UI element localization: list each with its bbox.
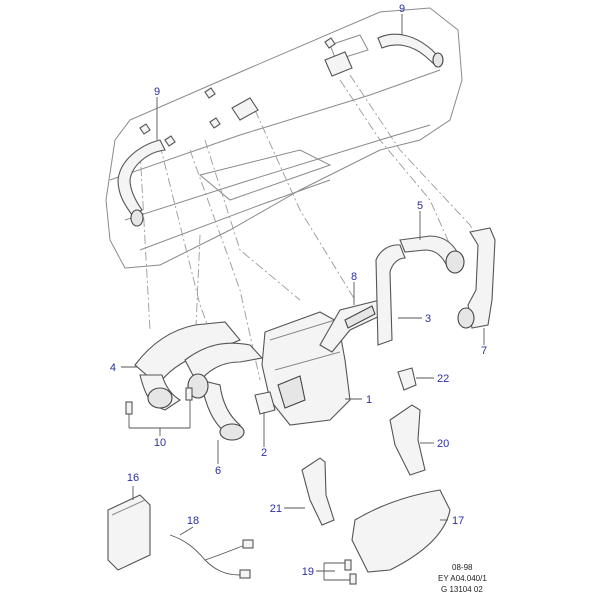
leader-lines (121, 14, 485, 581)
dashboard-outline (105, 7, 463, 269)
callout-5: 5 (417, 200, 423, 212)
callout-6: 6 (215, 465, 221, 477)
part-21-bracket (301, 457, 335, 526)
callout-9-right: 9 (399, 3, 405, 15)
footer-date: 08-98 (452, 563, 473, 572)
part-9-right-hose (377, 33, 444, 68)
callout-4: 4 (110, 362, 116, 374)
dash-clips (139, 37, 336, 147)
callouts: 9 9 5 8 3 7 4 1 22 2 10 20 6 16 21 17 18… (110, 3, 487, 578)
part-16-module (107, 494, 151, 571)
part-19-screws (344, 559, 357, 585)
part-7-right-duct (457, 227, 496, 329)
part-2-connector (254, 391, 276, 415)
callout-17: 18 (187, 515, 199, 527)
callout-19: 19 (302, 566, 314, 578)
part-20-bracket (389, 404, 426, 476)
callout-7: 7 (481, 345, 487, 357)
callout-20: 20 (437, 438, 449, 450)
callout-1: 1 (366, 394, 372, 406)
footer-code: G 13104 02 (441, 585, 483, 594)
part-3-vertical-duct (375, 244, 406, 346)
assembly-lines (139, 74, 479, 381)
callout-2: 2 (261, 447, 267, 459)
footer-ref: EY A04.040/1 (438, 574, 487, 583)
part-22-bracket (397, 367, 417, 391)
callout-9-left: 9 (154, 86, 160, 98)
footer-reference: 08-98 EY A04.040/1 G 13104 02 (438, 563, 487, 594)
part-9-left-hose (117, 139, 166, 227)
callout-10: 10 (154, 437, 166, 449)
part-6-lower-duct (184, 342, 264, 441)
part-5-elbow-duct (399, 235, 465, 274)
part-4-left-duct (134, 321, 241, 411)
callout-18: 17 (452, 515, 464, 527)
dash-vents (231, 51, 353, 121)
callout-21: 21 (270, 503, 282, 515)
part-17-harness (169, 534, 254, 579)
callout-22: 22 (437, 373, 449, 385)
part-18-cover (351, 489, 451, 573)
callout-16: 16 (127, 472, 139, 484)
callout-3: 3 (425, 313, 431, 325)
callout-8: 8 (351, 271, 357, 283)
